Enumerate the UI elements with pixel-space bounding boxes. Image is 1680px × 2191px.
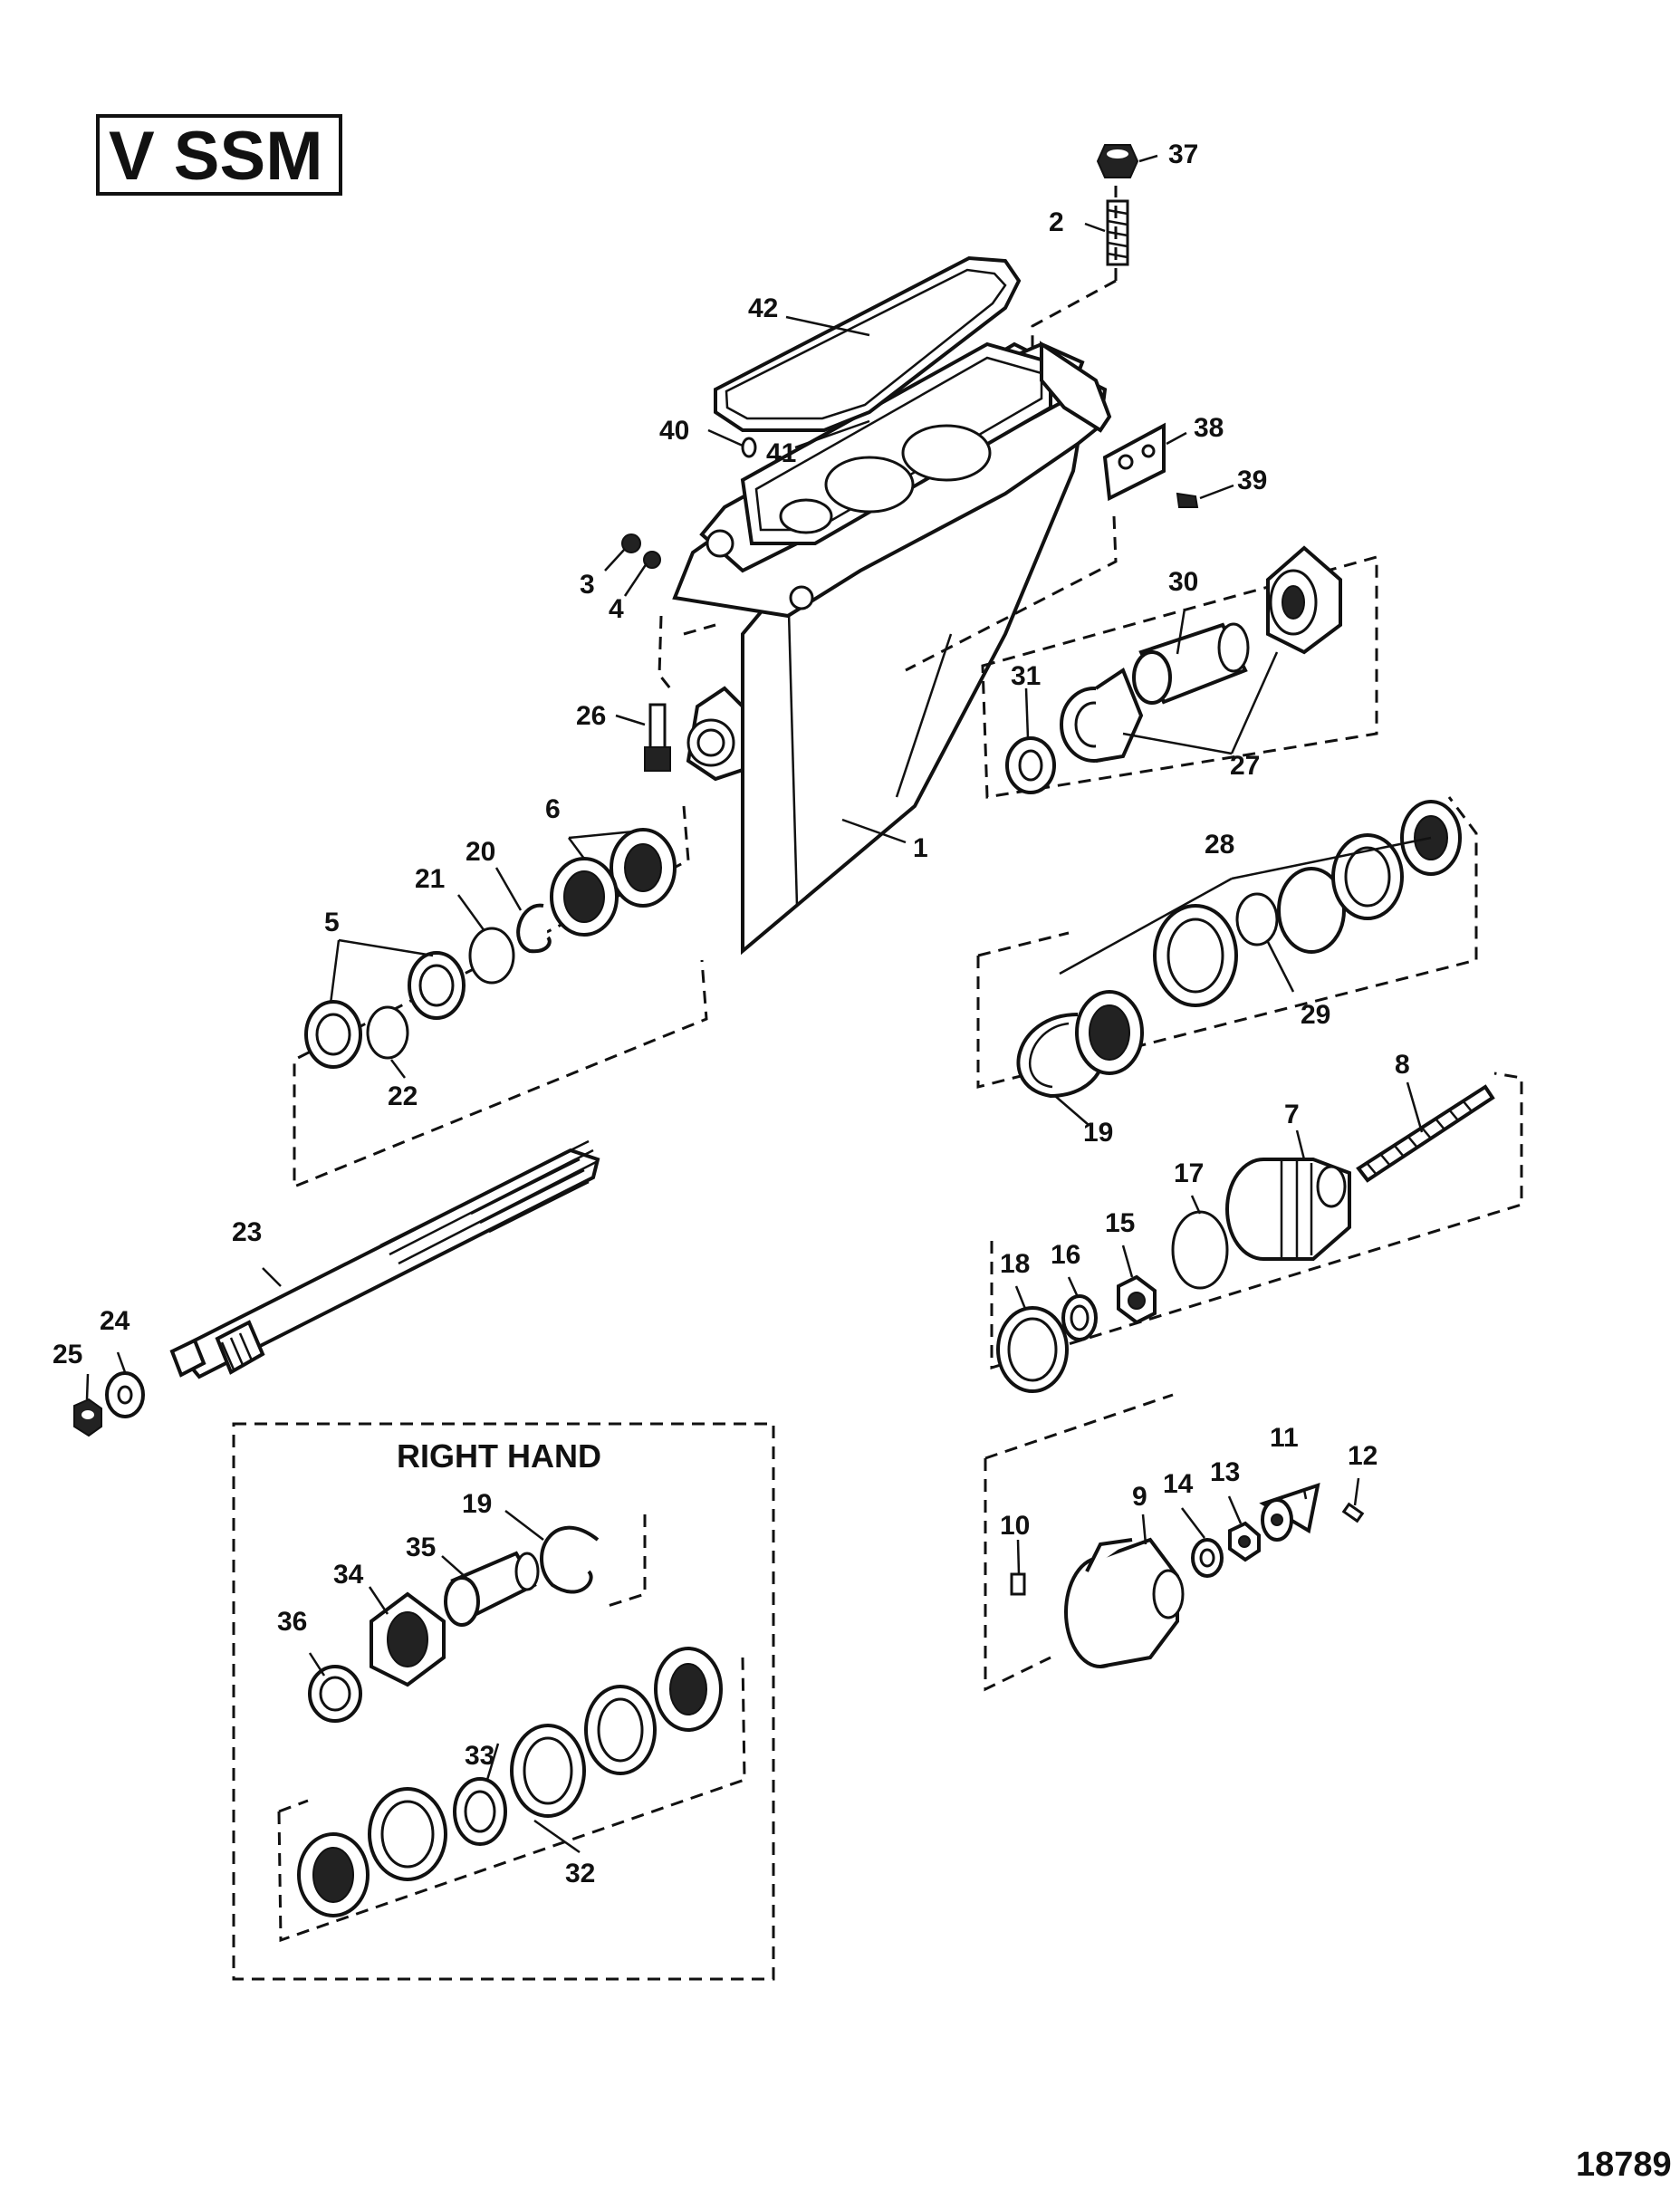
label-28: 28 [1205, 830, 1234, 860]
label-18: 18 [1000, 1249, 1030, 1279]
label-7: 7 [1284, 1100, 1300, 1129]
right-hand-box: RIGHT HAND [232, 1422, 775, 1981]
label-6: 6 [545, 794, 561, 824]
label-3: 3 [580, 570, 595, 600]
part-labels: 37 2 42 38 39 40 41 3 4 26 31 30 27 1 28… [53, 139, 1410, 1888]
label-25: 25 [53, 1340, 82, 1369]
label-11: 11 [1270, 1423, 1299, 1453]
gear-group-27 [981, 545, 1378, 799]
label-9: 9 [1132, 1482, 1147, 1512]
label-40: 40 [659, 416, 689, 446]
right-hand-caption: RIGHT HAND [397, 1437, 601, 1475]
label-37: 37 [1168, 139, 1198, 169]
label-29: 29 [1301, 1000, 1330, 1030]
cone-group-9 [984, 1393, 1365, 1692]
label-23: 23 [232, 1217, 262, 1247]
label-20: 20 [466, 837, 495, 867]
label-24: 24 [100, 1306, 130, 1336]
label-19-housing: 19 [1083, 1118, 1113, 1148]
gasket-42 [714, 255, 1022, 432]
label-12: 12 [1348, 1441, 1378, 1471]
figure-number: 18789 [1576, 2146, 1672, 2184]
label-26: 26 [576, 701, 606, 731]
label-4: 4 [609, 594, 624, 624]
carrier-group-7 [990, 1071, 1523, 1393]
label-33: 33 [465, 1741, 494, 1771]
label-31: 31 [1011, 661, 1041, 691]
title-text: V SSM [109, 118, 323, 195]
propshaft-group [73, 805, 708, 1437]
label-5: 5 [324, 908, 340, 937]
label-38: 38 [1194, 413, 1224, 443]
label-16: 16 [1051, 1240, 1080, 1270]
label-42: 42 [748, 293, 778, 323]
label-1: 1 [913, 833, 928, 863]
gear-housing [672, 341, 1112, 956]
label-35: 35 [406, 1533, 436, 1562]
label-2: 2 [1049, 207, 1064, 237]
label-10: 10 [1000, 1511, 1030, 1541]
label-34: 34 [333, 1560, 364, 1590]
label-39: 39 [1237, 466, 1267, 495]
fasteners [621, 144, 1199, 772]
label-13: 13 [1210, 1457, 1240, 1487]
label-14: 14 [1163, 1469, 1194, 1499]
bearing-group-28 [976, 796, 1478, 1099]
label-19-right-hand: 19 [462, 1489, 492, 1519]
label-15: 15 [1105, 1208, 1135, 1238]
label-21: 21 [415, 864, 445, 894]
leader-lines [85, 154, 1432, 1854]
label-32: 32 [565, 1859, 595, 1888]
label-17: 17 [1174, 1158, 1204, 1188]
label-30: 30 [1168, 567, 1198, 597]
label-27: 27 [1230, 751, 1260, 781]
label-36: 36 [277, 1607, 307, 1637]
label-8: 8 [1395, 1050, 1410, 1080]
label-41: 41 [766, 438, 796, 468]
housing-guides [658, 186, 1118, 689]
title-box: V SSM [96, 114, 342, 196]
label-22: 22 [388, 1081, 418, 1111]
